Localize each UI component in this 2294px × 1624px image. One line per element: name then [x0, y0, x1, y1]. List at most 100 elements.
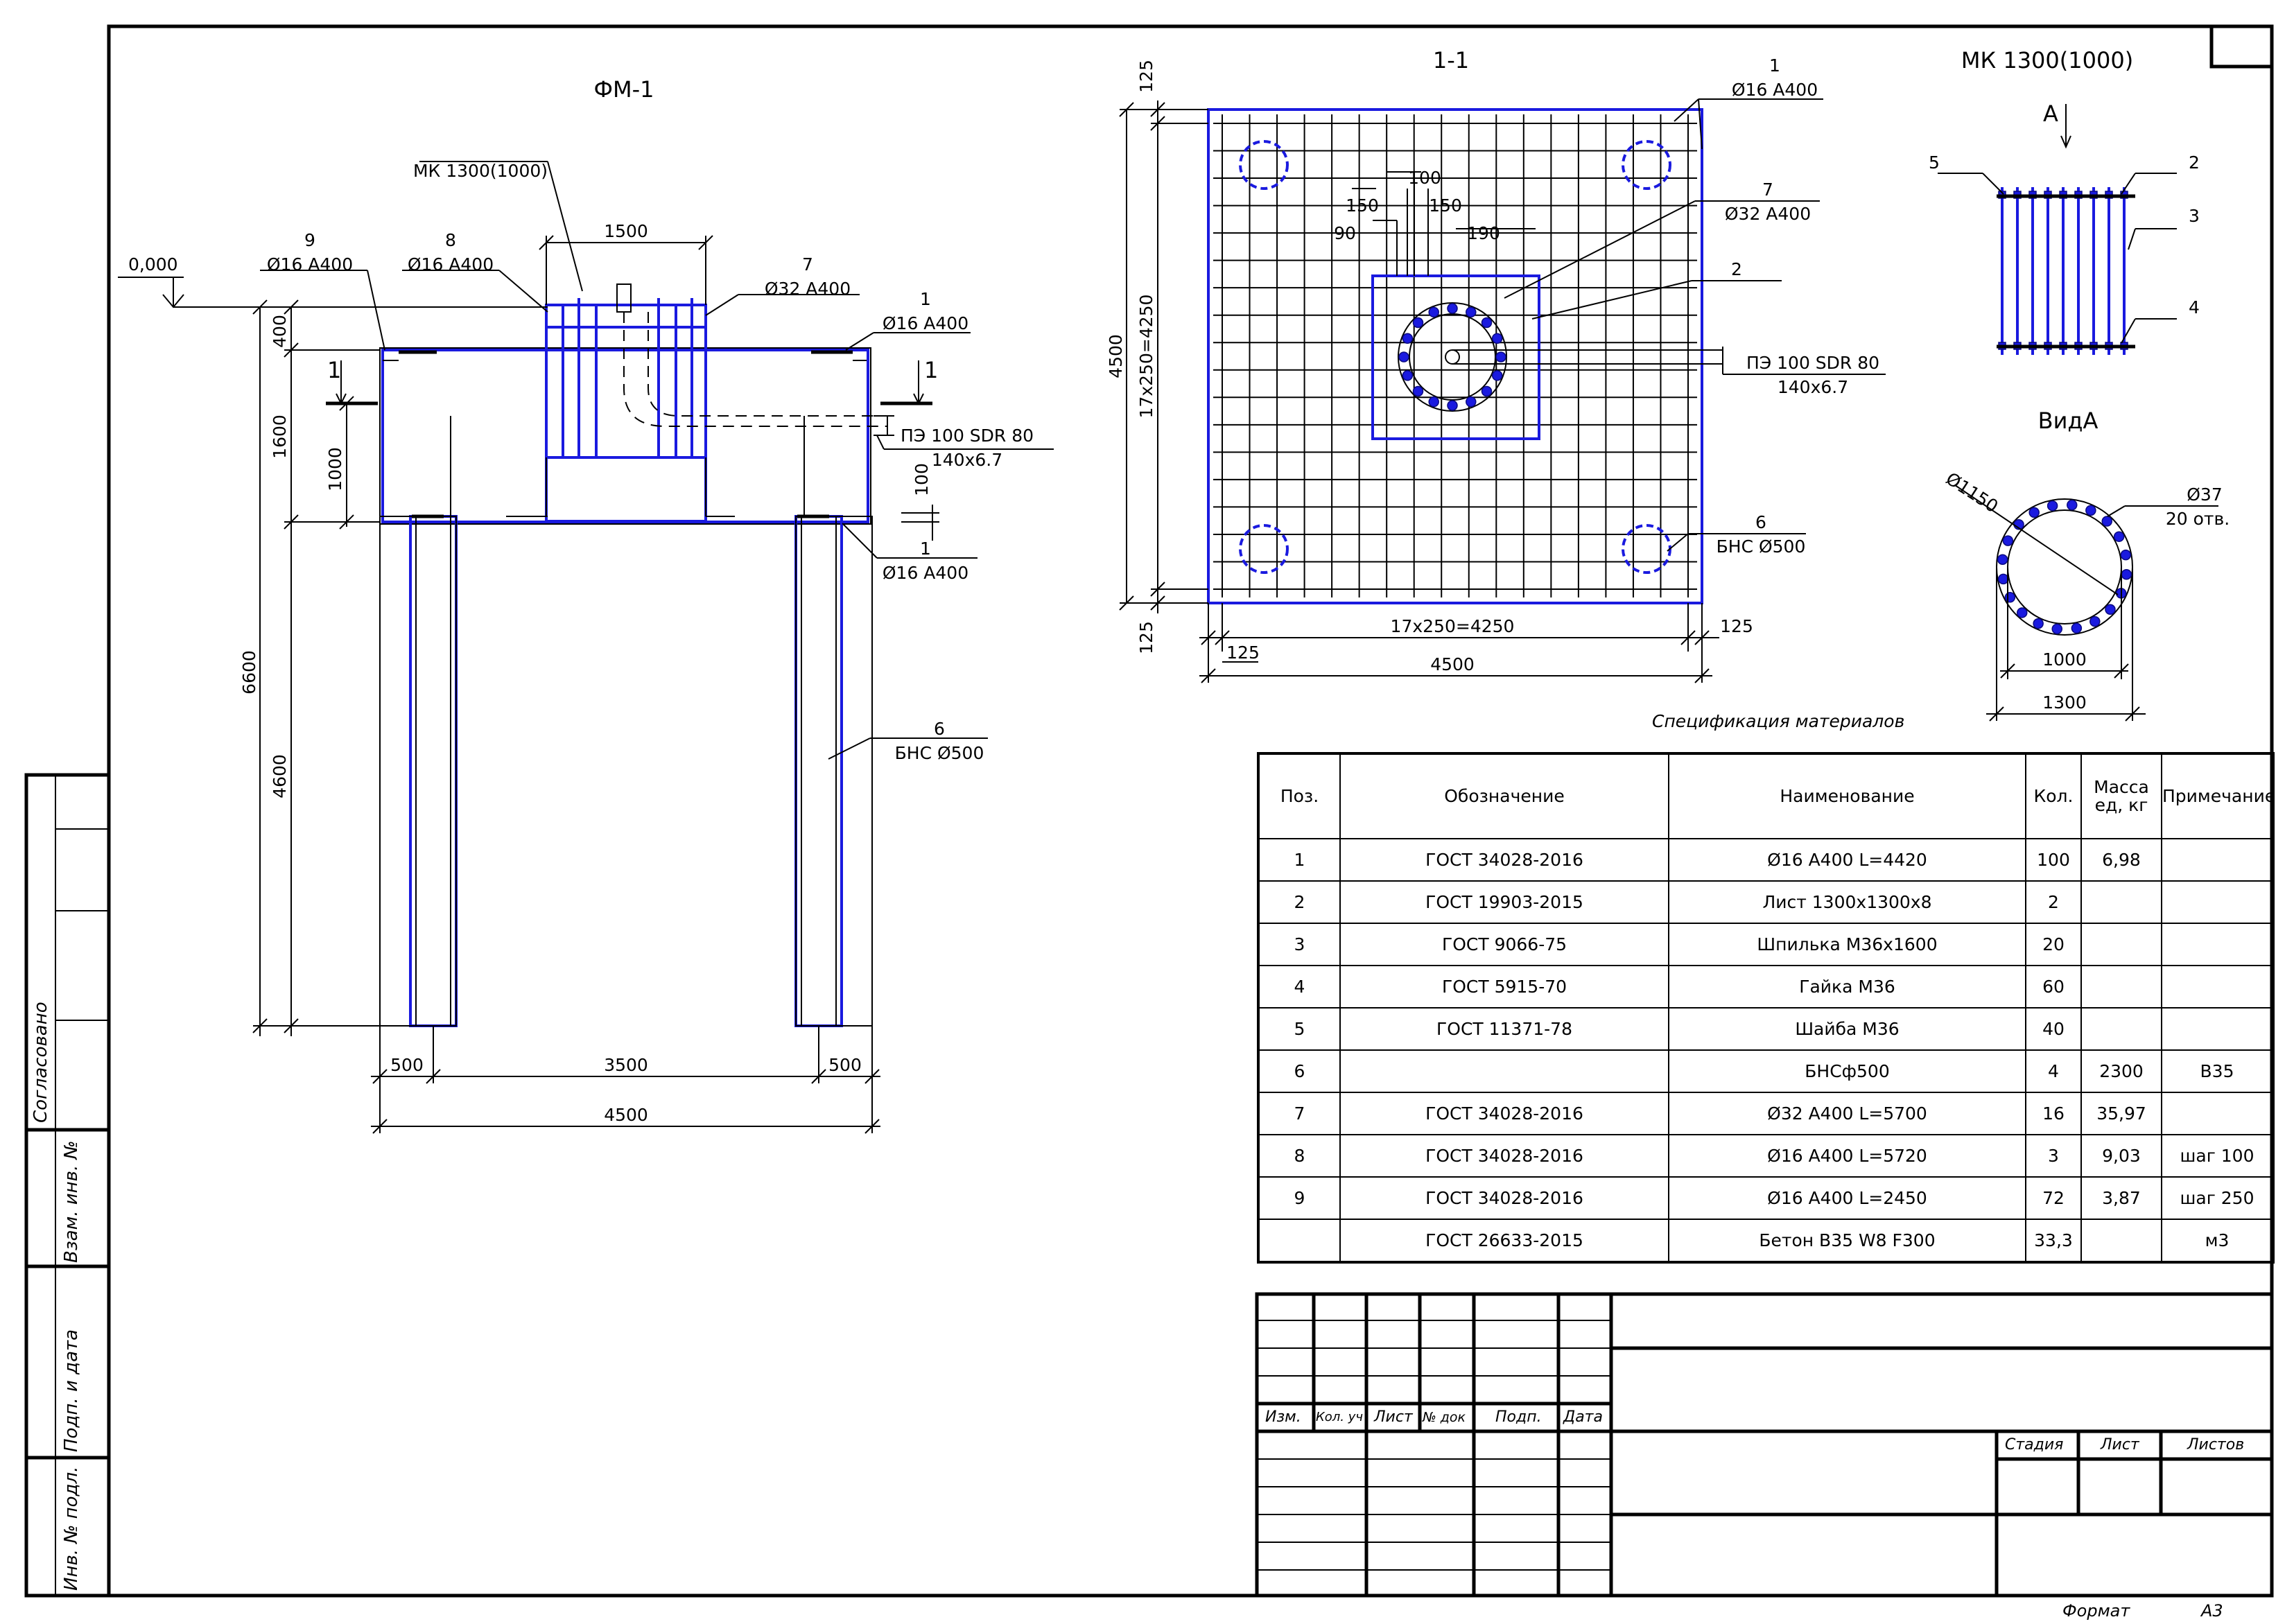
plan-bolt [1398, 351, 1409, 363]
cage-title: МК 1300(1000) [1961, 47, 2133, 73]
svg-text:1: 1 [920, 289, 931, 309]
spec-cell: 6,98 [2080, 838, 2162, 882]
plan-bolt [1481, 385, 1493, 397]
format-label: Формат [2062, 1601, 2130, 1621]
svg-text:БНС Ø500: БНС Ø500 [1717, 536, 1806, 557]
svg-text:1500: 1500 [604, 221, 648, 241]
level-mark: 0,000 [128, 254, 178, 274]
view-a-hole [2089, 615, 2101, 627]
spec-cell [1339, 1049, 1669, 1093]
svg-text:100: 100 [1408, 168, 1441, 188]
svg-text:Ø32 A400: Ø32 A400 [765, 279, 851, 299]
front-view: ФМ-1 [118, 76, 1054, 1134]
spec-cell: 9 [1258, 1176, 1341, 1220]
spec-header-cell: Масса ед, кг [2080, 753, 2162, 839]
cage-plan-square [1371, 274, 1540, 440]
front-view-title: ФМ-1 [593, 76, 654, 103]
spec-cell: 3,87 [2080, 1176, 2162, 1220]
tb-list: Лист [1374, 1408, 1413, 1426]
svg-text:4500: 4500 [604, 1105, 648, 1125]
spec-cell: шаг 250 [2161, 1176, 2274, 1220]
svg-text:7: 7 [802, 254, 813, 274]
tb-sheets: Листов [2187, 1436, 2245, 1453]
view-a-hole [2067, 499, 2078, 511]
view-a-hole [2113, 531, 2125, 542]
stamp-vzam: Взам. инв. № [61, 1140, 82, 1263]
spec-cell: 72 [2025, 1176, 2082, 1220]
section-1-1: 1-1 1 Ø16 A400 7 Ø32 A400 2 ПЭ 100 SDR 8… [1106, 47, 1886, 683]
svg-text:Ø16 A400: Ø16 A400 [408, 254, 494, 274]
cage-detail: МК 1300(1000) A 5 2 3 4 ВидА Ø1150 Ø37 2… [1929, 47, 2230, 722]
stamp-soglasovano: Согласовано [31, 1002, 51, 1123]
pile-plan-1 [1239, 140, 1289, 190]
spec-cell [2161, 923, 2274, 966]
tb-podp: Подп. [1495, 1408, 1542, 1426]
tb-sheet: Лист [2101, 1436, 2139, 1453]
spec-cell: ГОСТ 34028-2016 [1339, 1092, 1669, 1135]
spec-cell: 4 [2025, 1049, 2082, 1093]
svg-text:ПЭ 100 SDR 80: ПЭ 100 SDR 80 [901, 426, 1034, 446]
spec-header-cell: Наименование [1668, 753, 2026, 839]
spec-cell: 33,3 [2025, 1219, 2082, 1263]
svg-text:140x6.7: 140x6.7 [1778, 377, 1848, 397]
svg-text:Ø1150: Ø1150 [1943, 469, 2002, 517]
spec-cell [2161, 838, 2274, 882]
svg-text:Ø16 A400: Ø16 A400 [883, 313, 968, 333]
cage-plan-bolts [1398, 303, 1506, 411]
spec-cell: Шайба М36 [1668, 1007, 2026, 1051]
tb-data: Дата [1563, 1408, 1603, 1426]
svg-text:4600: 4600 [270, 754, 290, 798]
svg-text:140x6.7: 140x6.7 [932, 450, 1002, 470]
spec-cell [2080, 1007, 2162, 1051]
svg-text:Ø16 A400: Ø16 A400 [883, 563, 968, 583]
spec-cell [2161, 1092, 2274, 1135]
view-a-hole [2085, 505, 2096, 516]
section-mark-right: 1 [924, 357, 938, 383]
spec-cell [2080, 1219, 2162, 1263]
view-a-hole [2028, 507, 2040, 518]
spec-cell: Ø16 A400 L=4420 [1668, 838, 2026, 882]
section-mark-left: 1 [327, 357, 341, 383]
plan-bolt [1428, 396, 1439, 408]
spec-cell: 60 [2025, 965, 2082, 1009]
spec-cell [2161, 1007, 2274, 1051]
pile-cap-outline [381, 349, 869, 523]
spec-cell: Ø16 A400 L=2450 [1668, 1176, 2026, 1220]
view-a-hole [2002, 535, 2014, 546]
spec-cell: Ø16 A400 L=5720 [1668, 1134, 2026, 1178]
view-a-hole [1997, 573, 2009, 585]
view-a-hole [2033, 618, 2044, 629]
cage-plan-ring [1398, 302, 1507, 412]
svg-text:400: 400 [270, 315, 290, 348]
front-cage-label: МК 1300(1000) [413, 161, 548, 181]
plan-bolt [1412, 317, 1424, 329]
pile-left [409, 515, 458, 1027]
svg-text:100: 100 [912, 463, 932, 496]
svg-text:6: 6 [934, 719, 945, 739]
view-a-hole [2121, 569, 2132, 580]
svg-text:8: 8 [445, 230, 456, 250]
svg-text:6600: 6600 [239, 650, 259, 695]
view-a-outer [1996, 498, 2133, 636]
svg-text:1300: 1300 [2042, 692, 2087, 713]
spec-header-cell: Обозначение [1339, 753, 1669, 839]
spec-cell [2080, 880, 2162, 924]
svg-text:4500: 4500 [1106, 334, 1126, 378]
spec-cell: Гайка М36 [1668, 965, 2026, 1009]
spec-cell: ГОСТ 34028-2016 [1339, 1176, 1669, 1220]
svg-text:20 отв.: 20 отв. [2166, 509, 2230, 529]
tb-ndoc: № док [1423, 1410, 1466, 1425]
view-a-hole [2120, 549, 2132, 561]
spec-cell: 4 [1258, 965, 1341, 1009]
spec-cell: 9,03 [2080, 1134, 2162, 1178]
plan-bolt [1481, 317, 1493, 329]
svg-text:500: 500 [390, 1055, 424, 1075]
tb-izm: Изм. [1265, 1408, 1301, 1426]
spec-cell: 2 [2025, 880, 2082, 924]
svg-text:1: 1 [920, 539, 931, 559]
view-a-hole [2071, 622, 2083, 634]
pile-plan-2 [1622, 140, 1671, 190]
